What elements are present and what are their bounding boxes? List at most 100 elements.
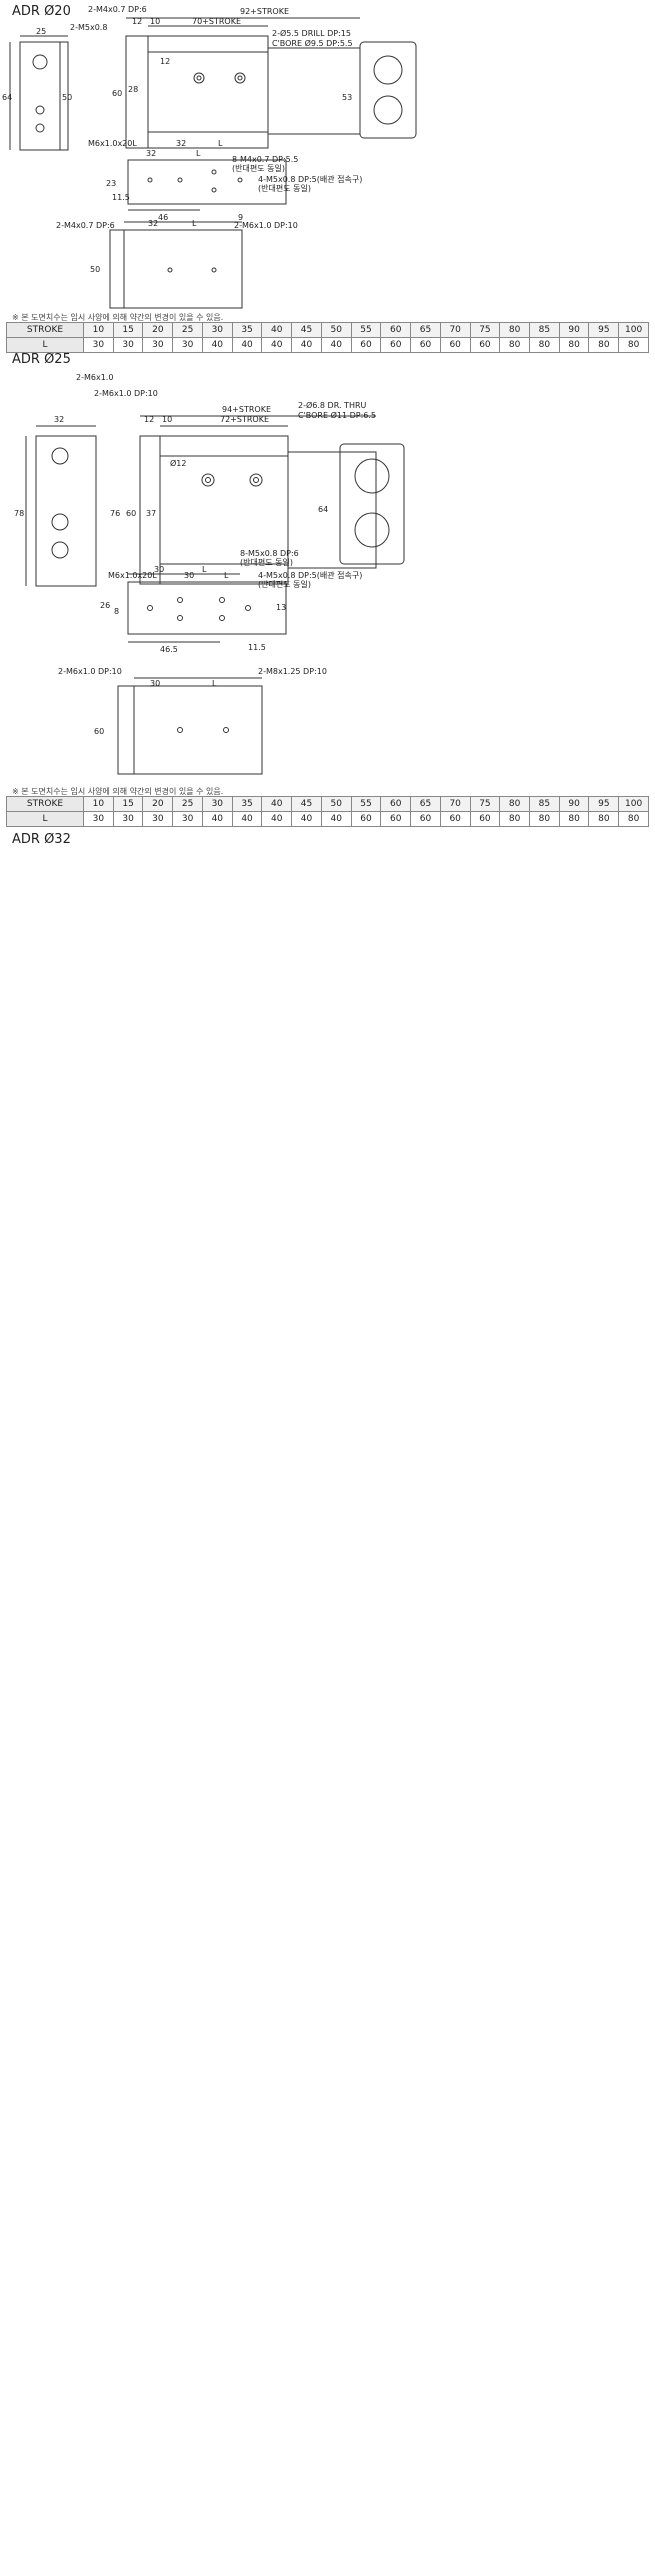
label-ports-front: 2-M4x0.7 DP:6 [88,5,147,14]
label-cbore: C'BORE Ø11 DP:6.5 [298,410,376,420]
note-adr25: ※ 본 도면치수는 임시 사양에 의해 약간의 변경이 있을 수 있음. [12,787,224,796]
table-cell: 80 [499,337,531,353]
label-dim-60: 60 [112,89,122,98]
table-cell: 30 [112,811,144,827]
label-thread-left: 2-M5x0.8 [70,23,107,32]
label-drill: 2-Ø5.5 DRILL DP:15 [272,28,351,38]
table-header-stroke: STROKE [6,322,84,338]
table-cell: 20 [142,322,174,338]
table-cell: 80 [529,337,560,353]
label-dim-32: 32 [176,139,186,148]
label-top-port: 4-M5x0.8 DP:5(배관 접속구) [258,570,362,580]
side-view-cylinder [267,47,361,135]
label-thread-bottom: M6x1.0x20L [88,139,137,148]
table-cell: 80 [618,337,649,353]
label-top-port: 4-M5x0.8 DP:5(배관 접속구) [258,174,362,184]
label-dim-32: 32 [54,415,64,424]
table-cell: 100 [618,322,649,338]
label-dim-53: 53 [342,93,352,102]
label-dim-64: 64 [2,93,12,102]
label-top-30: 30 [154,565,164,574]
end-view-port [354,512,390,548]
table-cell: 80 [499,796,531,812]
label-dim-64: 64 [318,505,328,514]
table-cell: 60 [380,337,412,353]
table-cell: 40 [261,796,293,812]
table-cell: 15 [112,796,144,812]
table-cell: 95 [588,796,620,812]
label-bot-60: 60 [94,727,104,736]
table-cell: 80 [499,322,531,338]
label-dim-12: 12 [144,415,154,424]
end-view-port [373,55,403,85]
section-title-adr25: ADR Ø25 [12,352,71,367]
table-cell: 50 [320,322,352,338]
table-cell: 45 [291,796,322,812]
table-cell: 60 [410,337,441,353]
table-cell: 60 [380,811,412,827]
table-cell: 30 [83,337,114,353]
table-cell: 20 [142,796,174,812]
label-dim-78: 78 [14,509,24,518]
table-header-l: L [6,811,84,827]
table-cell: 40 [261,811,293,827]
label-bot-tap-left: 2-M4x0.7 DP:6 [56,221,115,230]
label-dim-12b: 12 [160,57,170,66]
section-title-adr20: ADR Ø20 [12,4,71,19]
table-cell: 40 [201,337,233,353]
table-cell: 80 [588,337,620,353]
table-cell: 60 [350,811,382,827]
bottom-view-plate [117,685,135,775]
label-dim-12b: Ø12 [170,458,186,468]
table-cell: 55 [350,322,382,338]
label-top-tap: 8-M4x0.7 DP:5.5 [232,155,298,164]
table-cell: 60 [410,811,441,827]
front-view-hole [35,105,45,115]
note-adr20: ※ 본 도면치수는 임시 사양에 의해 약간의 변경이 있을 수 있음. [12,313,224,322]
table-cell: 70 [439,322,471,338]
table-cell: 25 [172,796,203,812]
bottom-view-body [123,229,243,309]
label-dim-25: 25 [36,27,46,36]
table-cell: 40 [261,337,293,353]
table-cell: 30 [172,337,203,353]
label-dim-60: 60 [126,509,136,518]
section-title-adr32: ADR Ø32 [12,832,71,847]
label-dim-10: 10 [150,17,160,26]
table-cell: 70 [439,796,471,812]
label-bot-L: L [192,219,197,228]
label-len-total: 92+STROKE [240,7,289,16]
table-cell: 30 [201,322,233,338]
front-view-body [35,435,97,587]
label-top-13: 13 [276,603,286,612]
table-cell: 40 [201,811,233,827]
drawing-adr20: 2-M4x0.7 DP:6 2-M5x0.8 92+STROKE 70+STRO… [2,5,417,309]
label-dim-L: L [218,139,223,148]
table-cell: 40 [320,337,352,353]
table-cell: 60 [469,811,501,827]
label-top-8: 8 [114,607,119,616]
label-bot-L: L [212,679,217,688]
table-row: STROKE 10 15 20 25 30 35 40 45 50 55 60 … [6,322,649,338]
side-view-body [147,35,269,149]
label-bot-tap-left: 2-M6x1.0 DP:10 [58,667,122,676]
table-cell: 95 [588,322,620,338]
table-cell: 40 [320,811,352,827]
table-cell: 65 [410,796,441,812]
label-dim-37: 37 [146,509,156,518]
table-cell: 100 [618,796,649,812]
label-dim-10: 10 [162,415,172,424]
label-top-9: 9 [238,213,243,222]
side-view-cylinder [287,451,377,569]
table-cell: 30 [172,811,203,827]
label-top-46: 46.5 [160,645,178,654]
label-top-tap-note: (반대편도 동일) [232,163,285,173]
table-cell: 60 [380,796,412,812]
label-len-body: 72+STROKE [220,415,269,424]
label-len-body: 70+STROKE [192,17,241,26]
table-cell: 10 [83,796,114,812]
label-cbore: C'BORE Ø9.5 DP:5.5 [272,38,353,48]
label-thread-top: 2-M6x1.0 [76,373,113,382]
table-cell: 35 [231,796,263,812]
table-cell: 80 [499,811,531,827]
